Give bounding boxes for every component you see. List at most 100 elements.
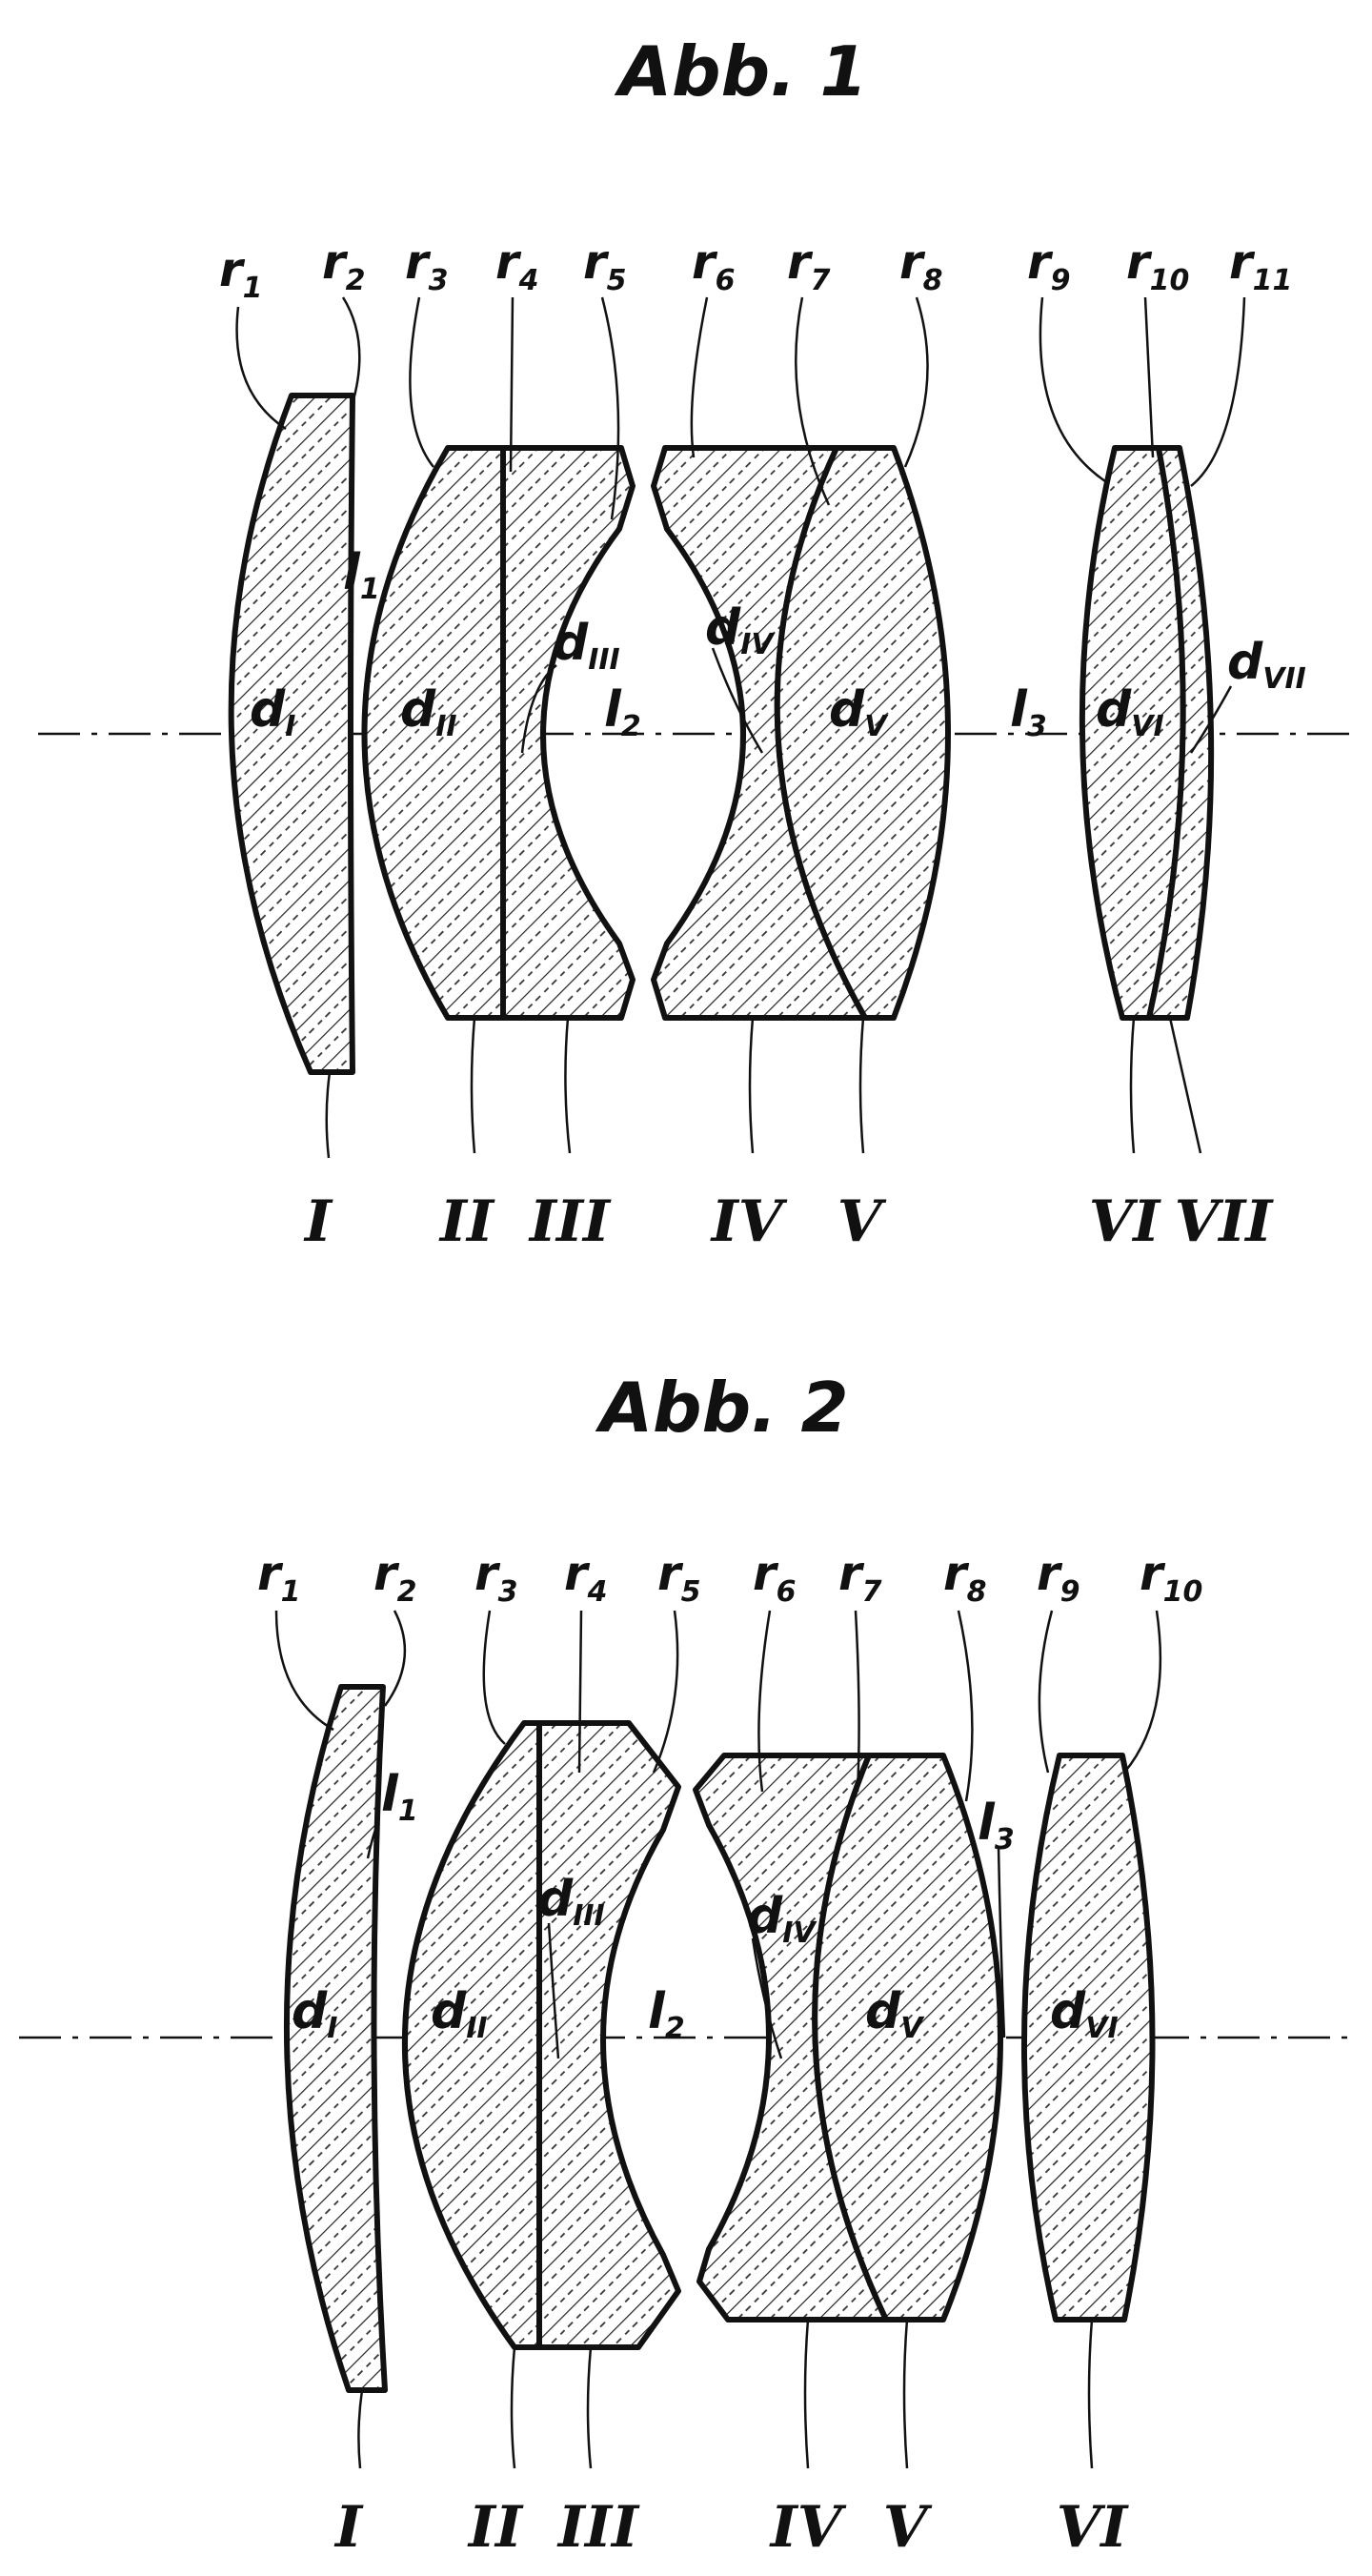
- element-numerals: I II III IV V VI VII: [303, 1188, 1274, 1255]
- lens-element-III: [536, 1720, 681, 2350]
- thickness-label-dI: dI: [250, 681, 295, 743]
- leader-r9: [1038, 1610, 1054, 1774]
- radius-label-r2: r2: [322, 234, 366, 297]
- leader-element-IV: [748, 1017, 755, 1154]
- leader-r1: [235, 306, 287, 431]
- leader-r4: [577, 1610, 583, 1774]
- leader-l1: [366, 1817, 381, 1859]
- thickness-label-dV: dV: [829, 681, 889, 743]
- radius-leaders: [235, 296, 1246, 520]
- leader-r11: [1190, 296, 1246, 487]
- radius-labels: r1 r2 r3 r4 r5 r6 r7 r8 r9 r10: [257, 1546, 1202, 1609]
- numeral-VI: VI: [1057, 2494, 1130, 2561]
- radius-label-r8: r8: [943, 1546, 987, 1609]
- thickness-label-dII: dII: [400, 681, 457, 743]
- numeral-V: V: [883, 2494, 933, 2561]
- radius-label-r11: r11: [1229, 234, 1292, 297]
- thickness-label-dIII: dIII: [537, 1871, 605, 1933]
- leader-dIV: [711, 647, 764, 754]
- leader-element-II: [470, 1017, 476, 1154]
- figure-1-title: Abb. 1: [614, 31, 867, 112]
- radius-label-r4: r4: [495, 234, 539, 297]
- leader-element-III: [564, 1017, 572, 1154]
- figure-2-title: Abb. 2: [595, 1368, 848, 1448]
- radius-leaders: [274, 1610, 1162, 1802]
- radius-label-r7: r7: [787, 234, 831, 297]
- radius-label-r3: r3: [474, 1546, 518, 1609]
- leader-r6: [690, 296, 709, 458]
- element-leaders: [357, 2319, 1094, 2469]
- leader-r8: [957, 1610, 974, 1802]
- leader-element-I: [357, 2389, 364, 2469]
- lens-element-II: [402, 1720, 542, 2350]
- leader-r3: [482, 1610, 506, 1745]
- radius-label-r3: r3: [405, 234, 449, 297]
- radius-label-r6: r6: [692, 234, 736, 297]
- lens-element-I: [284, 1684, 388, 2393]
- leader-element-V: [902, 2319, 909, 2469]
- radius-label-r9: r9: [1037, 1546, 1080, 1609]
- thickness-label-dIII: dIII: [553, 615, 620, 677]
- leader-r5: [652, 1610, 679, 1774]
- leader-r6: [757, 1610, 772, 1793]
- leader-dIV: [751, 1937, 783, 2059]
- spacing-label-l3: l3: [978, 1795, 1015, 1856]
- lens-element-V: [774, 445, 951, 1021]
- element-leaders: [325, 1017, 1202, 1159]
- leader-r10: [1143, 296, 1155, 458]
- thickness-label-dVI: dVI: [1050, 1983, 1119, 2045]
- radius-label-r2: r2: [373, 1546, 417, 1609]
- thickness-label-dVII: dVII: [1227, 634, 1306, 696]
- leader-r2: [341, 296, 361, 411]
- thickness-label-dIV: dIV: [747, 1888, 817, 1950]
- leader-l3: [997, 1846, 1006, 2038]
- leader-dVII: [1189, 685, 1233, 754]
- lens-element-V: [812, 1753, 1003, 2322]
- leader-element-II: [510, 2346, 516, 2469]
- leader-r7: [854, 1610, 860, 1793]
- numeral-III: III: [528, 1188, 612, 1255]
- numeral-IV: IV: [769, 2494, 847, 2561]
- numeral-II: II: [438, 1188, 495, 1255]
- inner-leaders: [366, 1817, 1006, 2059]
- numeral-III: III: [556, 2494, 640, 2561]
- numeral-II: II: [467, 2494, 524, 2561]
- leader-element-VII: [1168, 1017, 1202, 1154]
- thickness-label-dI: dI: [292, 1983, 337, 2045]
- radius-label-r9: r9: [1027, 234, 1071, 297]
- thickness-label-dIV: dIV: [705, 599, 776, 661]
- element-numerals: I II III IV V VI: [333, 2494, 1129, 2561]
- leader-element-III: [586, 2346, 593, 2469]
- spacing-label-l2: l2: [648, 1983, 685, 2045]
- lens-element-III: [500, 445, 636, 1021]
- leader-element-IV: [803, 2319, 810, 2469]
- lens-element-VII: [1146, 445, 1215, 1021]
- radius-label-r6: r6: [753, 1546, 797, 1609]
- leader-r1: [274, 1610, 334, 1732]
- inner-leaders: [520, 647, 1233, 754]
- numeral-I: I: [303, 1188, 333, 1255]
- thickness-labels: dI dII dIII dIV dV dVI l1 l2 l3: [292, 1766, 1119, 2045]
- radius-label-r1: r1: [257, 1546, 301, 1609]
- numeral-V: V: [837, 1188, 887, 1255]
- radius-label-r1: r1: [219, 242, 263, 305]
- figure-2: Abb. 2 r1 r2 r3 r4 r5 r6 r7 r8 r9 r10: [19, 1368, 1353, 2561]
- radius-labels: r1 r2 r3 r4 r5 r6 r7 r8 r9 r10 r11: [219, 234, 1292, 305]
- thickness-labels: dI dII dIII dIV dV dVI dVII l1 l2 l3: [250, 544, 1306, 743]
- numeral-VII: VII: [1175, 1188, 1275, 1255]
- radius-label-r8: r8: [899, 234, 943, 297]
- numeral-IV: IV: [710, 1188, 788, 1255]
- leader-dIII: [547, 1922, 560, 2059]
- leader-r3: [409, 296, 434, 468]
- lens-element-I: [228, 393, 355, 1075]
- leader-element-VI: [1129, 1017, 1136, 1154]
- lens-element-VI: [1020, 1753, 1156, 2322]
- numeral-I: I: [333, 2494, 364, 2561]
- leader-r2: [383, 1610, 407, 1707]
- radius-label-r5: r5: [583, 234, 627, 297]
- leader-r8: [903, 296, 929, 468]
- numeral-VI: VI: [1089, 1188, 1162, 1255]
- leader-dIII: [520, 664, 557, 754]
- leader-r4: [509, 296, 514, 473]
